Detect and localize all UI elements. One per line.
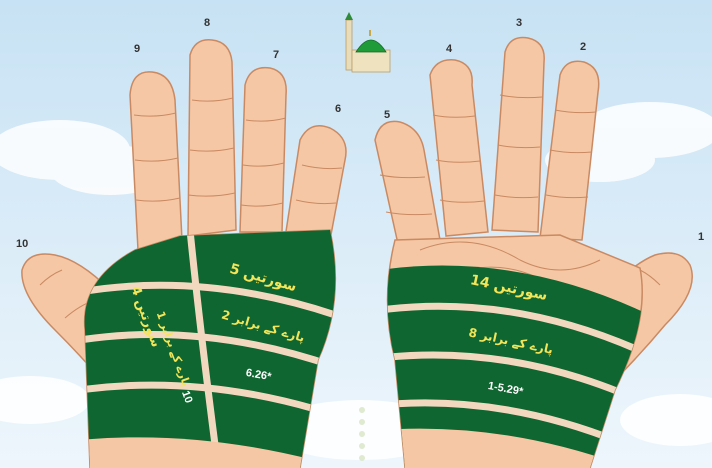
finger-number-10: 10 — [16, 238, 28, 250]
finger-number-2: 2 — [580, 41, 586, 53]
finger-number-4: 4 — [446, 43, 453, 55]
finger-number-6: 6 — [335, 103, 341, 115]
finger-number-1: 1 — [698, 231, 704, 243]
finger-number-8: 8 — [204, 17, 210, 29]
finger-number-9: 9 — [134, 43, 140, 55]
finger-number-5: 5 — [384, 109, 390, 121]
finger-number-3: 3 — [516, 17, 522, 29]
finger-number-7: 7 — [273, 49, 279, 61]
